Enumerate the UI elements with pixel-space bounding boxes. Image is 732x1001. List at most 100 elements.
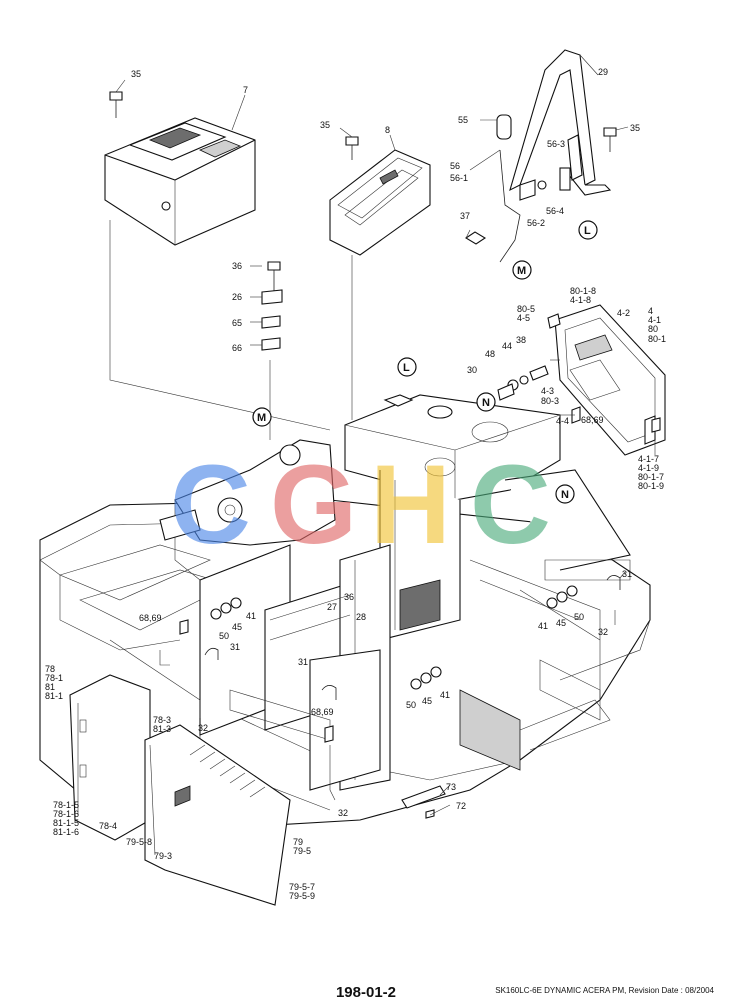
callout-56-4: 56-4 [546, 206, 564, 216]
circle-ref-L-mid-label: L [403, 362, 410, 374]
clamp-31-center [321, 685, 337, 700]
washer-group-right [546, 585, 578, 609]
callout-56-2: 56-2 [527, 218, 545, 228]
callout-68-69-a: 68,69 [581, 415, 604, 425]
washer-group-left [210, 597, 242, 620]
callout-80-1-9: 80-1-9 [638, 481, 664, 491]
callout-81-1-6: 81-1-6 [53, 827, 79, 837]
callout-35-a: 35 [131, 69, 141, 79]
side-cover-78 [69, 674, 151, 841]
callout-56-1: 56-1 [450, 173, 468, 183]
callout-37: 37 [460, 211, 470, 221]
callout-26: 26 [232, 292, 242, 302]
watermark-letter: C [170, 448, 251, 548]
callout-78-1-5: 78-1-5 [53, 800, 79, 810]
callout-8: 8 [385, 125, 390, 135]
watermark-letter: G [270, 448, 357, 548]
callout-78-1-6: 78-1-6 [53, 809, 79, 819]
callout-81: 81 [45, 682, 55, 692]
callout-4-5: 4-5 [517, 313, 530, 323]
callout-35-c: 35 [630, 123, 640, 133]
callout-79-3: 79-3 [154, 851, 172, 861]
callout-79-5: 79-5 [293, 846, 311, 856]
circle-ref-N-low: N [555, 484, 575, 504]
callout-32-b: 32 [198, 723, 208, 733]
callout-31-a: 31 [622, 569, 632, 579]
callout-78: 78 [45, 664, 55, 674]
side-cover-79 [144, 724, 291, 906]
callout-28: 28 [356, 612, 366, 622]
callout-35-b: 35 [320, 120, 330, 130]
callout-38: 38 [516, 335, 526, 345]
callout-79-5-9: 79-5-9 [289, 891, 315, 901]
callout-36-a: 36 [232, 261, 242, 271]
callout-44: 44 [502, 341, 512, 351]
callout-4-1-9: 4-1-9 [638, 463, 659, 473]
circle-ref-N-mid-label: N [482, 397, 490, 409]
pin-73 [401, 785, 446, 809]
watermark-letter: C [470, 448, 551, 548]
callout-68-69-b: 68,69 [139, 613, 162, 623]
callout-50-b: 50 [219, 631, 229, 641]
callout-45-b: 45 [232, 622, 242, 632]
footer-note: SK160LC-6E DYNAMIC ACERA PM, Revision Da… [495, 986, 714, 995]
circle-ref-L-top-label: L [584, 225, 591, 237]
callout-72: 72 [456, 801, 466, 811]
cover-79-louvers [189, 744, 266, 798]
callout-81-1: 81-1 [45, 691, 63, 701]
bolt-72 [425, 809, 435, 819]
callout-66: 66 [232, 343, 242, 353]
callout-31-b: 31 [230, 642, 240, 652]
part-55-shape [496, 114, 512, 140]
callout-31-c: 31 [298, 657, 308, 667]
washer-group-center [410, 666, 442, 690]
callout-4-3: 4-3 [541, 386, 554, 396]
callout-50-c: 50 [406, 700, 416, 710]
handle-29 [464, 49, 612, 263]
circle-ref-N-low-label: N [561, 489, 569, 501]
callout-4-2: 4-2 [617, 308, 630, 318]
callout-81-3: 81-3 [153, 724, 171, 734]
callout-73: 73 [446, 782, 456, 792]
callout-68-69-c: 68,69 [311, 707, 334, 717]
callout-78-1: 78-1 [45, 673, 63, 683]
clamp-31-right [606, 575, 621, 590]
circle-ref-L-mid: L [397, 357, 417, 377]
callout-labels: 35 7 35 8 29 35 55 56-3 56 56-1 56-4 56-… [45, 67, 666, 901]
callout-4-1: 4-1 [648, 315, 661, 325]
callout-80-3: 80-3 [541, 396, 559, 406]
circle-ref-N-mid: N [476, 392, 496, 412]
callout-55: 55 [458, 115, 468, 125]
hydraulic-tank-7 [104, 117, 256, 246]
bracket-68-69 [179, 417, 661, 743]
callout-56-3: 56-3 [547, 139, 565, 149]
callout-80-1-7: 80-1-7 [638, 472, 664, 482]
circle-ref-M-top-label: M [517, 265, 526, 277]
circle-ref-M-mid: M [252, 407, 272, 427]
callout-80-1-8: 80-1-8 [570, 286, 596, 296]
callout-50-a: 50 [574, 612, 584, 622]
callout-80-1: 80-1 [648, 334, 666, 344]
callout-80-5: 80-5 [517, 304, 535, 314]
callout-79: 79 [293, 837, 303, 847]
callout-4-4: 4-4 [556, 416, 569, 426]
bolt-35-b [345, 136, 359, 160]
callout-4: 4 [648, 306, 653, 316]
callout-45-c: 45 [422, 696, 432, 706]
callout-48: 48 [485, 349, 495, 359]
callout-32-c: 32 [338, 808, 348, 818]
boom-bracket [159, 439, 336, 581]
callout-81-1-5: 81-1-5 [53, 818, 79, 828]
engine-compartment [344, 394, 631, 641]
circle-ref-M-mid-label: M [257, 412, 266, 424]
callout-78-3: 78-3 [153, 715, 171, 725]
callout-56: 56 [450, 161, 460, 171]
callout-7: 7 [243, 85, 248, 95]
callout-78-4: 78-4 [99, 821, 117, 831]
callout-29: 29 [598, 67, 608, 77]
circle-ref-M-top: M [512, 260, 532, 280]
callout-45-a: 45 [556, 618, 566, 628]
cover-8 [329, 149, 431, 256]
